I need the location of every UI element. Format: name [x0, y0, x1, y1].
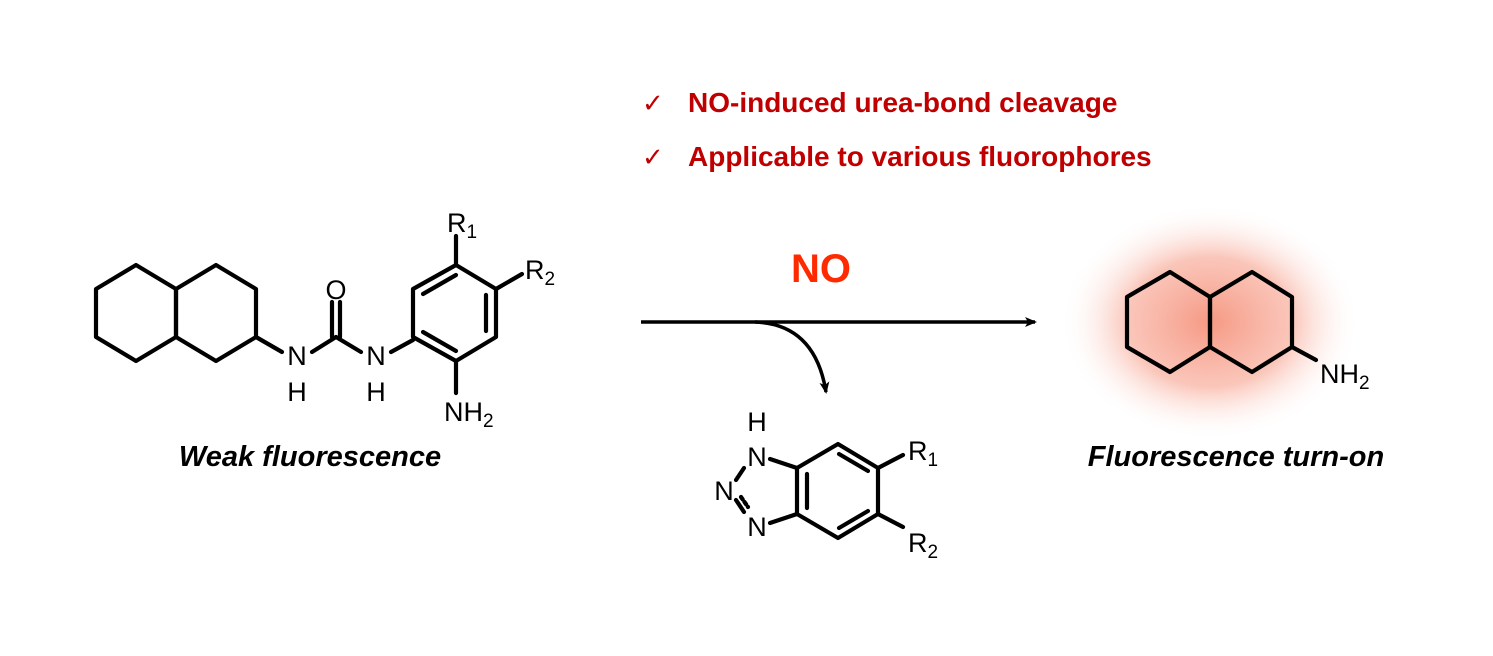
aryl-ring [410, 262, 499, 364]
feature-item: ✓ NO-induced urea-bond cleavage [642, 87, 1117, 119]
nitrogen-label: N [714, 476, 734, 506]
quencher-ring-left [93, 262, 179, 364]
r1-label: R1 [447, 208, 477, 243]
hydrogen-label: H [366, 377, 386, 407]
oxygen-label: O [325, 275, 346, 305]
bond [767, 511, 800, 526]
r1-label: R1 [908, 436, 938, 471]
feature-item: ✓ Applicable to various fluorophores [642, 141, 1152, 173]
benzotriazole-structure: H N N N R1 R2 [714, 407, 938, 563]
bond [388, 337, 416, 355]
bond [875, 511, 906, 530]
check-icon: ✓ [642, 89, 664, 119]
bond [738, 494, 751, 510]
hydrogen-label: H [747, 407, 767, 437]
bond [493, 271, 525, 292]
aromatic-inner-bond [420, 329, 459, 354]
bond [309, 334, 339, 355]
feature-text: NO-induced urea-bond cleavage [688, 87, 1117, 118]
feature-text: Applicable to various fluorophores [688, 141, 1152, 172]
starting-material-caption: Weak fluorescence [179, 441, 441, 473]
benzo-ring [794, 441, 881, 541]
amine-label: NH2 [444, 397, 494, 432]
byproduct-branch-arrow [754, 320, 830, 394]
bond [733, 465, 747, 483]
product-caption: Fluorescence turn-on [1088, 441, 1385, 473]
quencher-ring-right [173, 262, 259, 364]
reagent-label: NO [791, 247, 851, 291]
feature-list: ✓ NO-induced urea-bond cleavage ✓ Applic… [642, 87, 1152, 173]
bond [333, 334, 364, 355]
starting-material-structure: O N H N H R1 R2 NH2 [93, 208, 555, 432]
bond [733, 497, 747, 515]
amine-label: NH2 [1320, 359, 1370, 394]
nitrogen-label: N [747, 512, 767, 542]
check-icon: ✓ [642, 143, 664, 173]
bond [767, 456, 800, 471]
aromatic-inner-bond [836, 508, 871, 531]
aromatic-inner-bond [836, 451, 871, 474]
hydrogen-label: H [287, 377, 307, 407]
fluorophore-structure: NH2 [1124, 269, 1370, 394]
bond [875, 452, 906, 471]
bond [253, 334, 285, 355]
bond [1289, 344, 1319, 363]
nitrogen-label: N [287, 341, 307, 371]
r2-label: R2 [525, 255, 555, 290]
nitrogen-label: N [747, 442, 767, 472]
aromatic-inner-bond [420, 272, 459, 297]
nitrogen-label: N [366, 341, 386, 371]
r2-label: R2 [908, 528, 938, 563]
